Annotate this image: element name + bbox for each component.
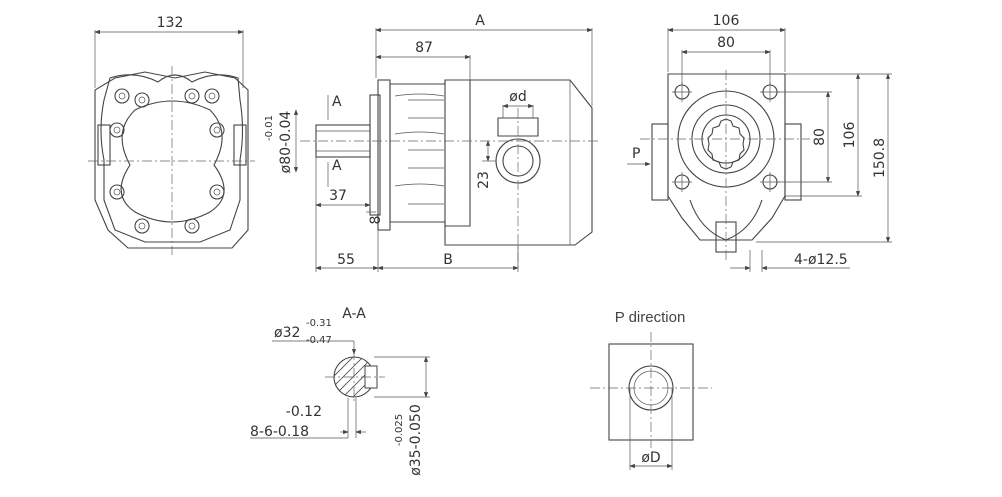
rear-direction-mark: P [632, 146, 640, 162]
rear-bolt-h-dim: 80 [717, 35, 735, 51]
side-ribs [394, 93, 445, 205]
side-view: A A A 87 ød 23 -0.01 ø80-0.04 37 8 [264, 13, 598, 272]
rear-width-dim: 106 [713, 13, 740, 29]
shaft-dia: ø80-0.04 [278, 111, 294, 174]
dim-55: 55 [337, 252, 355, 268]
rear-bolt-holes [672, 82, 780, 192]
rear-holes-dim: 4-ø12.5 [794, 252, 848, 268]
rear-height-total-dim: 150.8 [872, 138, 888, 178]
dim-8: 8 [368, 216, 384, 225]
section-dia-top-lower: -0.47 [306, 335, 332, 346]
dim-b: B [443, 252, 453, 268]
section-aa: A-A ø32 -0.31 -0.47 -0.12 8-6-0.18 [250, 306, 430, 476]
section-dia-top: ø32 [274, 325, 300, 341]
section-tol-a: -0.12 [286, 404, 322, 420]
rear-view: P 106 80 80 106 150.8 4-ø12.5 [627, 13, 892, 272]
dim-87: 87 [415, 40, 433, 56]
dim-a: A [475, 13, 485, 29]
p-direction-title: P direction [615, 309, 686, 326]
dim-37: 37 [329, 188, 347, 204]
shaft-tol-upper: -0.01 [264, 115, 275, 141]
p-bore-dia: øD [641, 450, 660, 466]
section-outer-dia: ø35-0.050 [408, 404, 424, 476]
front-bolt-holes [109, 88, 225, 234]
rear-height-inner-dim: 106 [842, 122, 858, 149]
rear-bolt-v-dim: 80 [812, 128, 828, 146]
section-mark-bottom: A [332, 158, 342, 174]
front-width-dim: 132 [157, 15, 184, 31]
dim-port-dia: ød [509, 89, 526, 105]
section-spline: 8-6-0.18 [250, 424, 309, 440]
section-aa-title: A-A [342, 306, 366, 322]
section-outer-tol-a: -0.025 [394, 414, 405, 446]
front-view: 132 [88, 15, 255, 255]
section-mark-top: A [332, 94, 342, 110]
p-direction-view: P direction øD [590, 309, 712, 470]
section-dia-top-upper: -0.31 [306, 318, 332, 329]
dim-23: 23 [476, 171, 492, 189]
